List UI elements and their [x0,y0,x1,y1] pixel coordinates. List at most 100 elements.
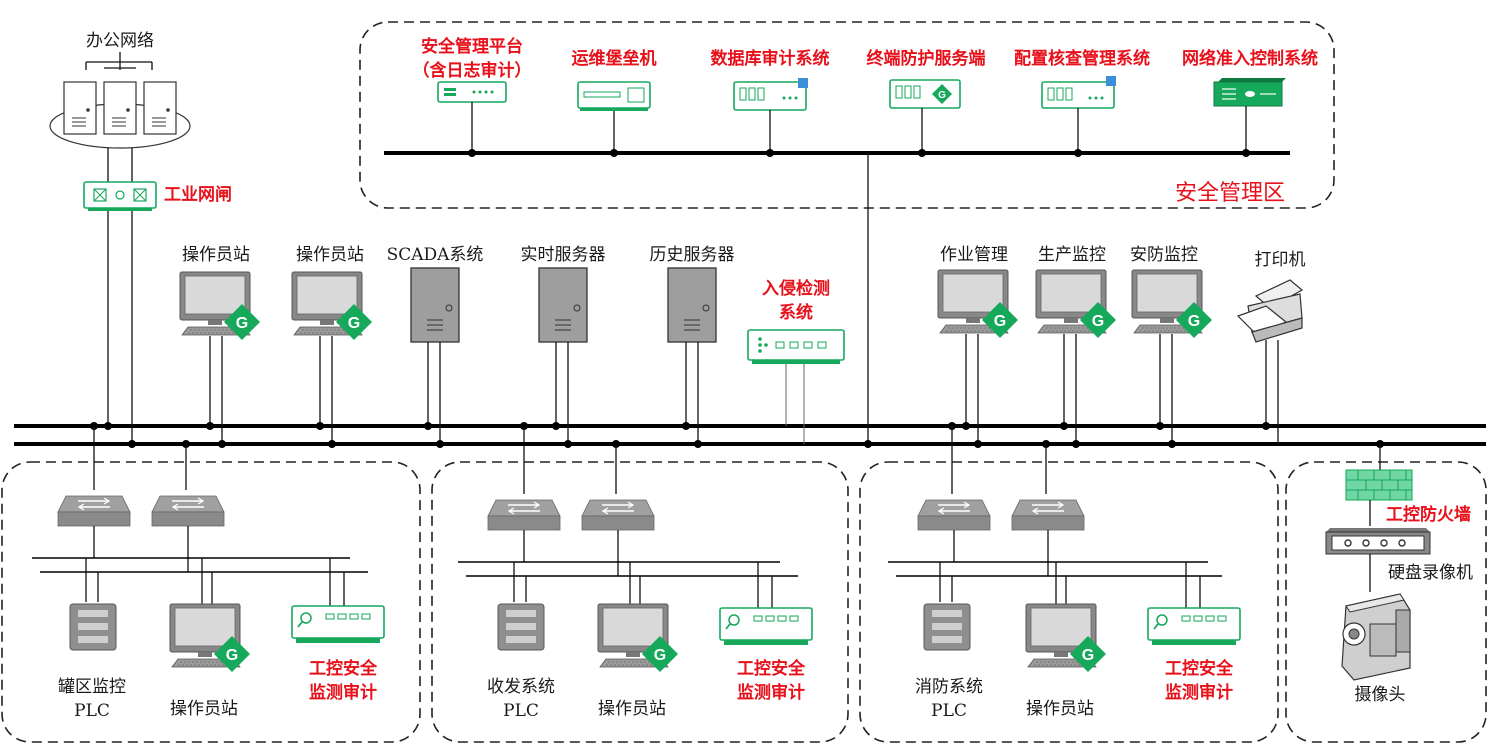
security-device-db-audit: 数据库审计系统 [711,48,830,157]
plc-label-sub: PLC [503,701,539,721]
workstation-icon [1131,269,1213,339]
nvr-icon [1325,528,1431,555]
security-device-platform: 安全管理平台 （含日志审计） [413,36,532,157]
core-job-management: 作业管理 [937,245,1019,448]
core-scada-server: SCADA系统 [387,245,484,448]
audit-device-icon [291,605,385,644]
security-device-nac: 网络准入控制系统 [1182,48,1318,157]
core-realtime-server: 实时服务器 [521,245,606,448]
firewall-label: 工控防火墙 [1386,504,1471,525]
workstation-icon [1035,269,1117,339]
firewall-icon [1345,469,1413,501]
tank-monitoring-zone [1,461,421,743]
audit-label-sub: 监测审计 [1165,682,1233,703]
platform-icon [437,81,507,103]
sub-zone-2-devices: 收发系统 PLC 操作员站 工控安全 监测审计 [458,422,813,721]
core-operator-station-1: 操作员站 [179,245,261,448]
switch-icon [581,499,655,531]
gateway-label: 工业网闸 [164,184,232,205]
core-production-monitor: 生产监控 [1035,245,1117,448]
core-device-label: 实时服务器 [521,245,606,265]
core-device-label: SCADA系统 [387,245,484,265]
workstation-icon [937,269,1019,339]
audit-label-sub: 监测审计 [309,682,377,703]
server-cluster-icon [49,52,191,149]
plc-label-sub: PLC [74,701,110,721]
core-device-label: 生产监控 [1038,245,1106,265]
security-device-bastion: 运维堡垒机 [572,48,657,157]
switch-icon [151,495,225,527]
server-tower-icon [410,267,460,343]
svg-text:G: G [938,90,946,101]
core-operator-station-2: 操作员站 [291,245,373,448]
plc-icon [923,603,971,651]
security-management-zone [359,21,1335,209]
transfer-system-zone [431,461,849,743]
endpoint-server-icon: G [889,79,961,109]
db-audit-icon [733,78,808,111]
core-ids: 入侵检测 系统 [747,278,845,444]
audit-label: 工控安全 [737,658,806,679]
switch-icon [1011,499,1085,531]
core-security-monitor: 安防监控 [1130,245,1213,448]
db-audit-label: 数据库审计系统 [711,48,830,69]
plc-icon [497,603,545,651]
sub-zone-3-devices: 消防系统 PLC 操作员站 工控安全 监测审计 [888,422,1241,721]
plc-label: 消防系统 [915,677,983,697]
security-device-endpoint-server: 终端防护服务端 G [867,48,986,157]
audit-label-sub: 监测审计 [737,682,805,703]
core-history-server: 历史服务器 [650,245,735,448]
plc-label: 罐区监控 [58,677,126,697]
core-device-label: 作业管理 [940,245,1008,265]
station-label: 操作员站 [1026,699,1094,719]
nac-label: 网络准入控制系统 [1182,48,1318,69]
ids-icon [747,329,845,364]
office-network-label: 办公网络 [86,31,154,51]
camera-icon [1341,593,1411,681]
config-check-icon [1041,76,1116,109]
workstation-icon [291,271,373,341]
core-device-label: 历史服务器 [650,245,735,265]
ids-label: 入侵检测 [762,278,830,299]
workstation-icon [597,603,679,673]
bastion-icon [577,81,651,111]
endpoint-server-label: 终端防护服务端 [867,48,986,69]
switch-icon [487,499,561,531]
config-check-label: 配置核查管理系统 [1014,48,1150,69]
audit-label: 工控安全 [1165,658,1234,679]
audit-device-icon [719,607,813,646]
plc-label: 收发系统 [487,677,555,697]
server-tower-icon [667,267,717,343]
nac-icon [1213,78,1286,107]
core-device-label: 打印机 [1255,250,1306,270]
server-tower-icon [538,267,588,343]
workstation-icon [179,271,261,341]
camera-label: 摄像头 [1355,685,1406,705]
nvr-label: 硬盘录像机 [1388,563,1473,583]
security-device-config-check: 配置核查管理系统 [1014,48,1150,157]
video-zone-devices: 工控防火墙 硬盘录像机 摄像头 [1325,440,1473,705]
sub-zone-1-devices: 罐区监控 PLC 操作员站 工控安全 监测审计 [32,422,385,721]
printer-icon [1236,279,1304,343]
plc-icon [69,603,117,651]
audit-label: 工控安全 [309,658,378,679]
core-device-label: 安防监控 [1130,245,1198,265]
fire-system-zone [859,461,1279,743]
security-zone-label: 安全管理区 [1175,181,1285,206]
gateway-icon [83,181,157,211]
workstation-icon [1025,603,1107,673]
station-label: 操作员站 [170,699,238,719]
plc-label-sub: PLC [931,701,967,721]
switch-icon [57,495,131,527]
bastion-label: 运维堡垒机 [572,48,657,69]
core-device-label: 操作员站 [296,245,364,265]
core-printer: 打印机 [1236,250,1306,444]
switch-icon [917,499,991,531]
station-label: 操作员站 [598,699,666,719]
video-surveillance-zone [1285,461,1487,743]
ids-label-sub: 系统 [779,302,813,323]
workstation-icon [169,603,251,673]
core-device-label: 操作员站 [182,245,250,265]
platform-label: 安全管理平台 [421,36,523,57]
